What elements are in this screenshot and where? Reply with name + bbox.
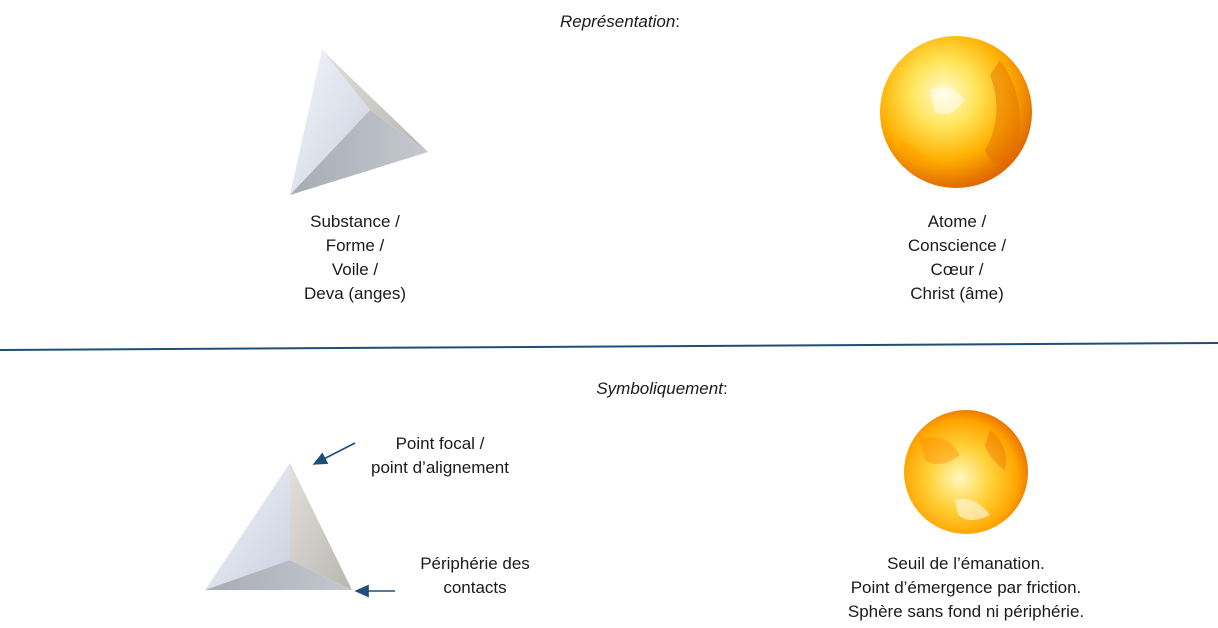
bottom-heading-text: Symboliquement	[596, 379, 723, 398]
top-heading-text: Représentation	[559, 12, 676, 31]
seuil-caption-line: Seuil de l’émanation.	[887, 554, 1045, 573]
section-divider	[0, 342, 1218, 351]
top-right-label: Atome / Conscience / Cœur / Christ (âme)	[852, 210, 1062, 306]
forme-label: Forme /	[325, 236, 385, 255]
bottom-pyramid-shape	[205, 463, 352, 590]
sphere-caption-line: Sphère sans fond ni périphérie.	[847, 602, 1085, 621]
sphere-caption: Seuil de l’émanation. Point d’émergence …	[816, 552, 1116, 624]
peripherie-label: Périphérie des	[420, 554, 530, 573]
apex-arrow	[312, 442, 356, 465]
bottom-sphere-shape	[904, 410, 1028, 534]
atome-label: Atome /	[927, 212, 987, 231]
christ-label: Christ (âme)	[910, 284, 1004, 303]
top-sphere-shape	[880, 36, 1032, 188]
emergence-caption-line: Point d’émergence par friction.	[850, 578, 1082, 597]
point-alignement-label: point d’alignement	[371, 458, 509, 477]
substance-label: Substance /	[310, 212, 400, 231]
top-pyramid-shape	[290, 50, 428, 195]
conscience-label: Conscience /	[907, 236, 1007, 255]
voile-label: Voile /	[331, 260, 379, 279]
bottom-heading: Symboliquement:	[596, 377, 727, 401]
deva-label: Deva (anges)	[303, 284, 407, 303]
top-heading: Représentation:	[560, 10, 680, 34]
apex-label: Point focal / point d’alignement	[340, 432, 540, 480]
contacts-label: contacts	[443, 578, 507, 597]
top-left-label: Substance / Forme / Voile / Deva (anges)	[250, 210, 460, 306]
coeur-label: Cœur /	[930, 260, 984, 279]
point-focal-label: Point focal /	[395, 434, 485, 453]
top-heading-colon: :	[675, 12, 681, 31]
base-label: Périphérie des contacts	[390, 552, 560, 600]
bottom-heading-colon: :	[722, 379, 728, 398]
